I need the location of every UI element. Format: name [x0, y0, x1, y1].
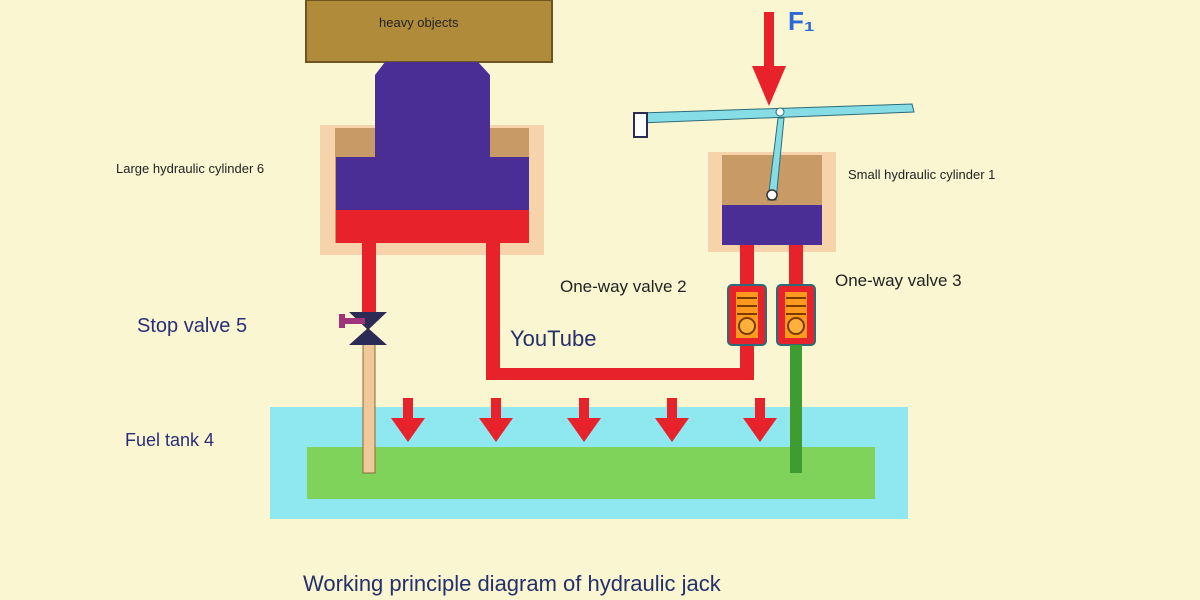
large-piston-rod — [375, 62, 490, 160]
pipe-small-to-valve2 — [740, 245, 754, 285]
heavy-object-block — [305, 0, 553, 63]
diagram-caption: Working principle diagram of hydraulic j… — [303, 571, 721, 596]
one-way-valve-3 — [776, 284, 816, 346]
heavy-objects-label: heavy objects — [379, 15, 459, 30]
piston-pivot — [766, 189, 778, 201]
lever-pivot — [775, 107, 785, 117]
lever-handle[interactable] — [633, 112, 648, 138]
flow-arrow — [391, 398, 425, 442]
small-cylinder-label: Small hydraulic cylinder 1 — [848, 167, 996, 182]
force-arrow — [752, 12, 786, 106]
stop-valve-label: Stop valve 5 — [137, 315, 248, 337]
flow-arrow — [743, 398, 777, 442]
fuel-tank-oil — [307, 447, 875, 499]
pipe-stop-to-tank — [362, 342, 376, 474]
small-piston-head — [722, 205, 822, 245]
force-label: F₁ — [788, 6, 815, 36]
one-way-valve-2 — [727, 284, 767, 346]
large-piston-head — [336, 157, 529, 210]
tank-flow-arrows — [391, 398, 777, 442]
stop-valve[interactable] — [339, 312, 387, 345]
watermark-label: YouTube — [510, 326, 597, 351]
pipe-large-to-valve2 — [486, 243, 754, 380]
pipe-large-to-stop — [362, 243, 376, 316]
flow-arrow — [479, 398, 513, 442]
large-cylinder-label: Large hydraulic cylinder 6 — [116, 161, 265, 176]
flow-arrow — [567, 398, 601, 442]
flow-arrow — [655, 398, 689, 442]
pipe-small-to-valve3 — [789, 245, 803, 285]
large-cylinder-oil — [336, 210, 529, 243]
one-way-valve-2-label: One-way valve 2 — [560, 277, 687, 296]
suction-pipe — [790, 345, 802, 473]
fuel-tank-label: Fuel tank 4 — [125, 430, 215, 450]
one-way-valve-3-label: One-way valve 3 — [835, 271, 962, 290]
